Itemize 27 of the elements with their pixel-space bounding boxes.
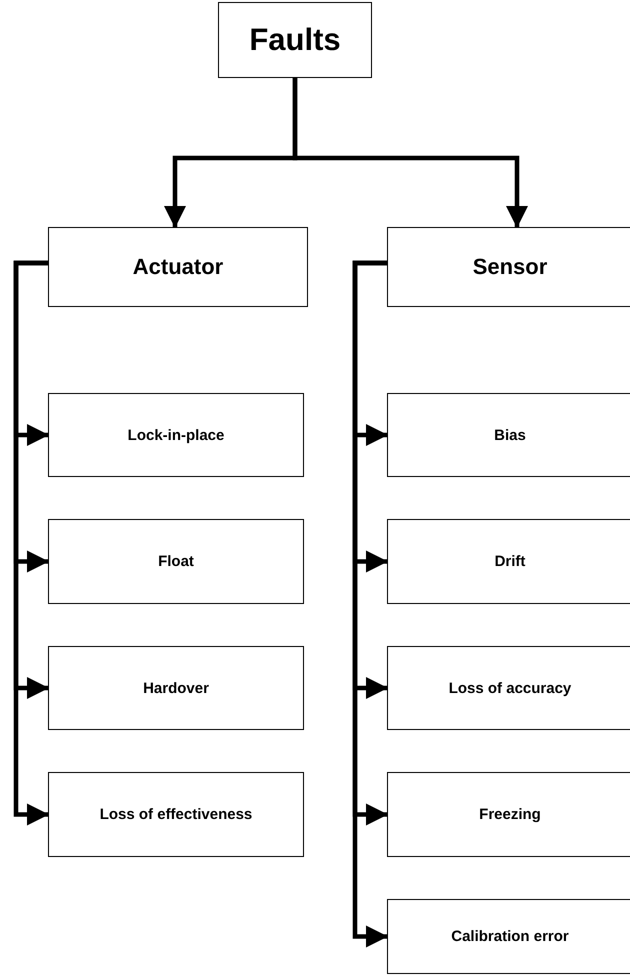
category-box [48,393,304,477]
node-label: Loss of effectiveness [100,806,252,823]
category-box [387,646,630,730]
category-box [387,772,630,857]
category-box [48,772,304,857]
category-box [48,227,308,307]
arrow [292,78,528,228]
category-box [387,519,630,604]
arrow [14,260,49,826]
node-label: Sensor [472,254,548,280]
node-label: Loss of accuracy [448,680,572,696]
category-box [387,393,630,477]
node-label: Actuator [132,254,224,280]
category-box [48,519,304,604]
arrow [352,260,388,948]
category-box [387,227,630,307]
node-label: Hardover [143,680,209,696]
category-box [48,646,304,730]
node-label: Freezing [479,806,541,823]
category-box [387,899,630,974]
node-label: Lock-in-place [128,426,224,444]
node-label: Faults [249,22,341,58]
node-label: Calibration error [451,928,569,945]
node-label: Drift [494,553,526,570]
category-box [218,2,372,78]
node-label: Bias [494,426,526,444]
node-label: Float [158,553,194,570]
